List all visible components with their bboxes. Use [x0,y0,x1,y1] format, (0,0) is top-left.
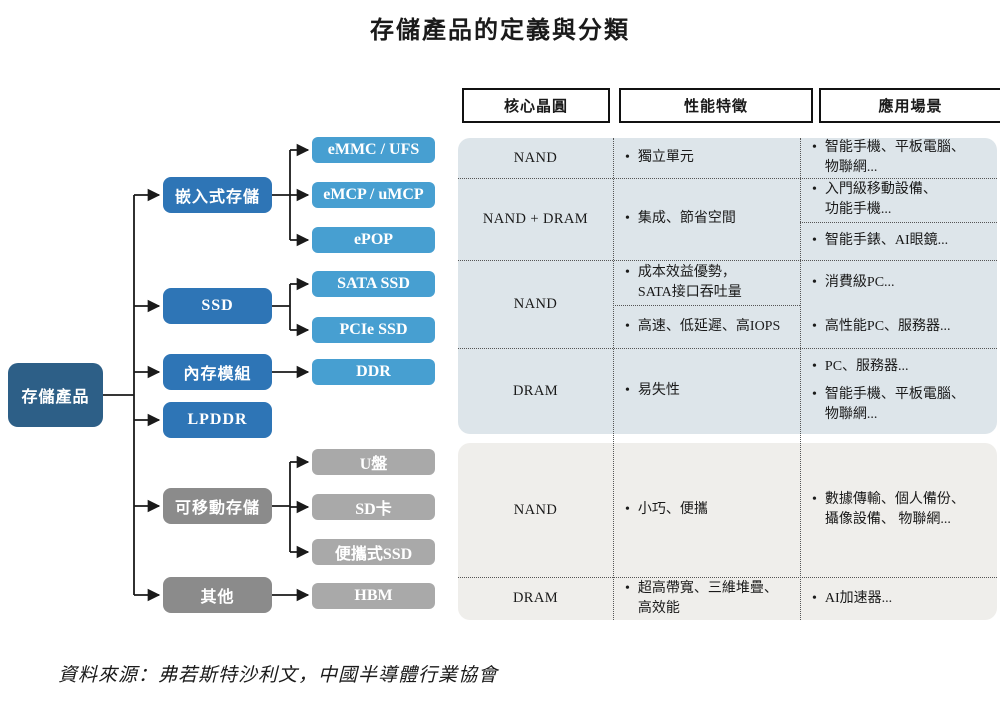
app-text: 功能手機... [824,202,892,217]
app-text: 智能手機、平板電腦、 [824,387,965,402]
row-divider [458,577,997,578]
feature-text: 成本效益優勢， [637,264,736,280]
sub-row-divider-apps [800,222,997,223]
tree-leaf-emcp-umcp: eMCP / uMCP [312,182,435,208]
table-header-performance: 性能特徵 [619,88,813,123]
feature-text: 獨立單元 [637,150,694,165]
app-text: AI加速器... [824,590,893,606]
tree-branch-lpddr: LPDDR [163,402,272,438]
feature-cell-row2: 集成、節省空間 [625,178,797,260]
app-text: 攝像設備、 物聯網... [824,512,951,527]
column-divider-2 [800,138,801,620]
app-cell-row3b: 高性能PC、服務器... [812,305,996,348]
tree-branch-removable-storage: 可移動存儲 [163,488,272,524]
feature-cell-row3a: 成本效益優勢， SATA接口吞吐量 [625,260,797,305]
tree-branch-memory-module: 內存模組 [163,354,272,390]
chip-cell-row3: NAND [513,295,558,312]
feature-text: 小巧、便攜 [637,502,708,517]
tree-branch-other: 其他 [163,577,272,613]
app-cell-row2b: 智能手錶、AI眼鏡... [812,222,996,260]
app-cell-row5: 數據傳輸、個人備份、 攝像設備、 物聯網... [812,443,996,577]
app-text: 入門級移動設備、 [824,182,937,197]
feature-text: 集成、節省空間 [637,211,736,226]
feature-cell-row3b: 高速、低延遲、高IOPS [625,305,797,348]
tree-branch-embedded-storage: 嵌入式存儲 [163,177,272,213]
tree-leaf-hbm: HBM [312,583,435,609]
tree-leaf-sata-ssd: SATA SSD [312,271,435,297]
app-text: 數據傳輸、個人備份、 [824,492,965,507]
tree-leaf-epop: ePOP [312,227,435,253]
feature-cell-row4: 易失性 [625,348,797,434]
chip-cell-row1: NAND [513,149,558,166]
column-divider-1 [613,138,614,620]
row-divider [458,178,997,179]
row-divider [458,348,997,349]
feature-text: 超高帶寬、三維堆疊、 [637,580,778,596]
tree-root-storage-products: 存儲產品 [8,363,103,427]
feature-text: 易失性 [637,383,680,398]
feature-cell-row1: 獨立單元 [625,138,797,178]
table-header-applications: 應用場景 [819,88,1000,123]
app-text: 消費級PC... [824,274,895,290]
chip-cell-row6: DRAM [512,590,559,606]
tree-leaf-emmc-ufs: eMMC / UFS [312,137,435,163]
app-cell-row6: AI加速器... [812,577,996,620]
tree-leaf-pcie-ssd: PCIe SSD [312,317,435,343]
app-text: 智能手機、平板電腦、 [824,140,965,155]
app-cell-row1: 智能手機、平板電腦、 物聯網... [812,138,996,178]
app-text: PC、服務器... [824,359,909,374]
table-header-core-wafer: 核心晶圓 [462,88,610,123]
tree-leaf-usb-drive: U盤 [312,449,435,475]
app-text: 物聯網... [824,407,878,422]
feature-text: SATA接口吞吐量 [637,284,742,300]
chip-cell-row4: DRAM [512,382,559,399]
tree-leaf-portable-ssd: 便攜式SSD [312,539,435,565]
app-cell-row4: PC、服務器... 智能手機、平板電腦、 物聯網... [812,348,996,434]
source-note: 資料來源：弗若斯特沙利文，中國半導體行業協會 [58,665,499,686]
feature-text: 高速、低延遲、高IOPS [637,318,781,334]
tree-leaf-ddr: DDR [312,359,435,385]
feature-cell-row6: 超高帶寬、三維堆疊、 高效能 [625,577,797,620]
app-text: 高性能PC、服務器... [824,318,951,334]
feature-text: 高效能 [637,600,680,616]
tree-branch-ssd: SSD [163,288,272,324]
row-divider [458,260,997,261]
tree-leaf-sd-card: SD卡 [312,494,435,520]
sub-row-divider-features [613,305,800,306]
app-cell-row2a: 入門級移動設備、 功能手機... [812,178,996,222]
app-text: 物聯網... [824,160,878,175]
chip-cell-row5: NAND [513,501,558,518]
chip-cell-row2: NAND + DRAM [482,210,589,227]
page-title: 存儲產品的定義與分類 [370,18,630,44]
app-text: 智能手錶、AI眼鏡... [824,233,949,248]
feature-cell-row5: 小巧、便攜 [625,443,797,577]
app-cell-row3a: 消費級PC... [812,260,996,305]
